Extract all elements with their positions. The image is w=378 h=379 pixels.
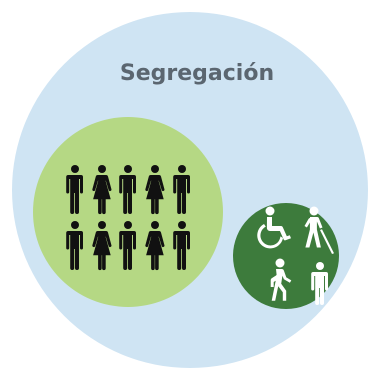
diagram-title: Segregación	[120, 61, 274, 86]
walking-person-icon	[270, 258, 292, 301]
minority-group	[257, 206, 334, 305]
wheelchair-user-icon	[257, 206, 291, 249]
blind-person-with-cane-icon	[304, 206, 334, 254]
person-icon	[311, 262, 328, 305]
